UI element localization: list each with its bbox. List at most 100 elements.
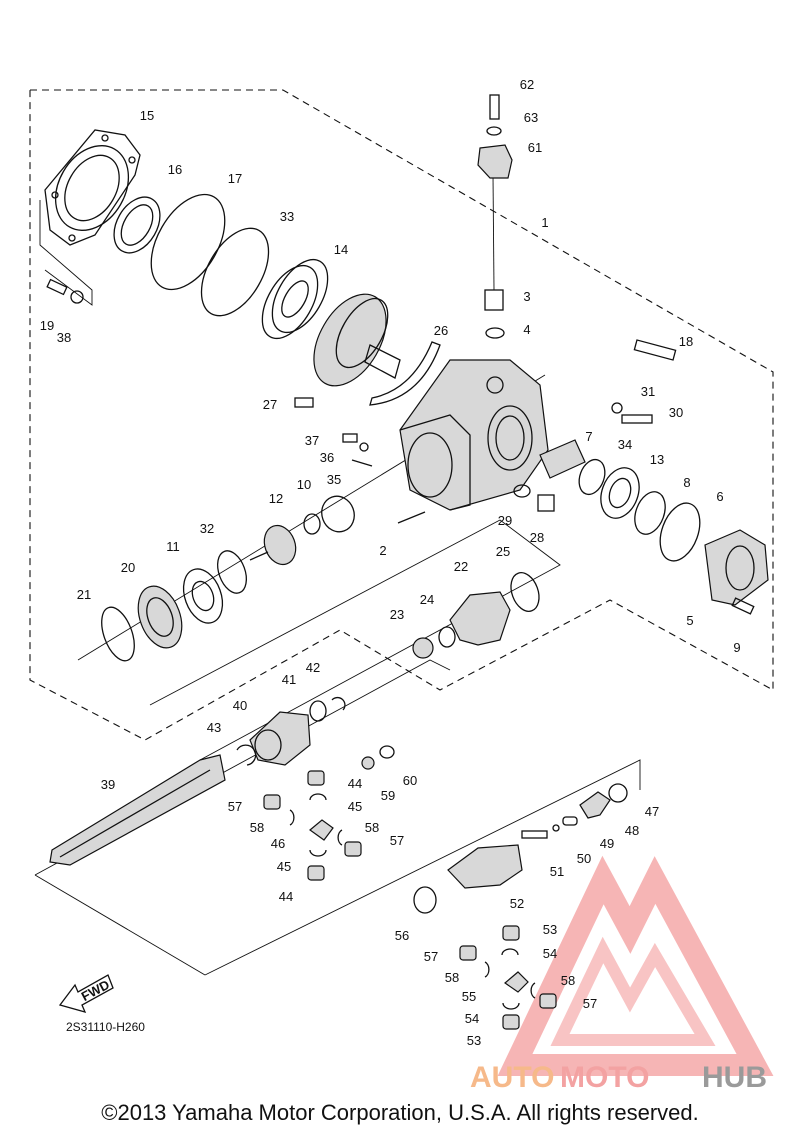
callout-31: 31 — [641, 384, 655, 399]
callout-22: 22 — [454, 559, 468, 574]
callout-44: 44 — [279, 889, 293, 904]
callout-47: 47 — [645, 804, 659, 819]
part-20-ring-nut — [137, 585, 183, 649]
callout-25: 25 — [496, 544, 510, 559]
part-2-stud — [397, 511, 426, 524]
part-58-clip-left — [484, 961, 490, 978]
part-43-clip — [236, 744, 257, 766]
part-36-washer — [359, 442, 369, 452]
callout-45: 45 — [277, 859, 291, 874]
callout-53: 53 — [467, 1033, 481, 1048]
callout-58: 58 — [445, 970, 459, 985]
callout-3: 3 — [523, 289, 530, 304]
part-61-cap — [477, 144, 513, 179]
callout-49: 49 — [600, 836, 614, 851]
part-45-clip-top — [309, 793, 327, 801]
part-1-housing — [399, 359, 549, 511]
callout-6: 6 — [716, 489, 723, 504]
callout-34: 34 — [618, 437, 632, 452]
copyright-notice: ©2013 Yamaha Motor Corporation, U.S.A. A… — [101, 1100, 699, 1125]
watermark-hub: HUB — [702, 1061, 767, 1094]
part-4-washer — [485, 327, 505, 339]
part-24-washer — [438, 626, 456, 648]
part-30-bolt — [621, 414, 653, 424]
callout-41: 41 — [282, 672, 296, 687]
part-6-o-ring — [659, 502, 701, 562]
callout-1: 1 — [541, 215, 548, 230]
callout-24: 24 — [420, 592, 434, 607]
part-14-bearing — [261, 259, 329, 339]
part-35-pin — [351, 459, 373, 467]
part-63-washer — [486, 126, 502, 136]
part-27-bolt — [294, 397, 314, 408]
callout-60: 60 — [403, 773, 417, 788]
part-57-cap-left — [459, 945, 477, 961]
callout-58: 58 — [365, 820, 379, 835]
part-18-bolt — [633, 339, 677, 361]
callout-26: 26 — [434, 323, 448, 338]
callout-labels: 6263611341831307341386292859151617331426… — [40, 77, 741, 1048]
part-60-washer — [379, 745, 395, 759]
callout-37: 37 — [305, 433, 319, 448]
callout-8: 8 — [683, 475, 690, 490]
part-54-clip-bottom — [502, 1002, 520, 1010]
part-11-bearing — [182, 568, 224, 624]
callout-44: 44 — [348, 776, 362, 791]
part-12-spacer — [303, 513, 321, 535]
callout-63: 63 — [524, 110, 538, 125]
part-23-nut — [412, 637, 434, 659]
callout-9: 9 — [733, 640, 740, 655]
part-58-clip-right — [337, 829, 343, 846]
callout-10: 10 — [297, 477, 311, 492]
part-16-seal — [113, 196, 161, 254]
part-10-bearing — [321, 495, 355, 533]
front-universal-joint — [263, 770, 362, 881]
part-47-o-ring — [608, 783, 628, 803]
callout-61: 61 — [528, 140, 542, 155]
callout-17: 17 — [228, 171, 242, 186]
part-44-cap-bottom — [307, 865, 325, 881]
part-37-bolt — [342, 433, 358, 443]
callout-57: 57 — [424, 949, 438, 964]
part-57-cap-left — [263, 794, 281, 810]
part-34-o-ring — [578, 458, 606, 496]
callout-20: 20 — [121, 560, 135, 575]
callout-38: 38 — [57, 330, 71, 345]
watermark-moto: MOTO — [560, 1061, 649, 1094]
part-38-washer — [70, 290, 84, 304]
callout-52: 52 — [510, 896, 524, 911]
fwd-label: FWD — [79, 977, 112, 1004]
callout-30: 30 — [669, 405, 683, 420]
callout-19: 19 — [40, 318, 54, 333]
part-26-shim — [369, 341, 441, 406]
part-45-clip-bottom — [309, 849, 327, 857]
part-33-o-ring — [200, 227, 270, 317]
part-55-spider — [504, 971, 529, 993]
callout-11: 11 — [166, 539, 180, 554]
fwd-arrow: FWD — [58, 974, 114, 1013]
part-25-seal — [510, 572, 540, 612]
callout-2: 2 — [379, 543, 386, 558]
part-15-cover — [44, 129, 141, 246]
part-5-flange — [704, 529, 769, 606]
watermark-auto: AUTO — [470, 1061, 554, 1094]
part-3-breather — [484, 289, 504, 311]
callout-57: 57 — [390, 833, 404, 848]
callout-23: 23 — [390, 607, 404, 622]
callout-53: 53 — [543, 922, 557, 937]
part-8-seal — [634, 491, 666, 535]
part-53-cap-top — [502, 925, 520, 941]
part-51-bolt — [521, 830, 548, 839]
callout-54: 54 — [543, 946, 557, 961]
callout-57: 57 — [583, 996, 597, 1011]
callout-21: 21 — [77, 587, 91, 602]
callout-51: 51 — [550, 864, 564, 879]
part-13-bearing — [600, 467, 640, 519]
part-58-clip-left — [289, 809, 295, 826]
ring-gear — [313, 293, 401, 387]
part-32-o-ring — [217, 550, 247, 594]
part-57-cap-right — [539, 993, 557, 1009]
part-54-clip-top — [501, 948, 519, 956]
callout-43: 43 — [207, 720, 221, 735]
